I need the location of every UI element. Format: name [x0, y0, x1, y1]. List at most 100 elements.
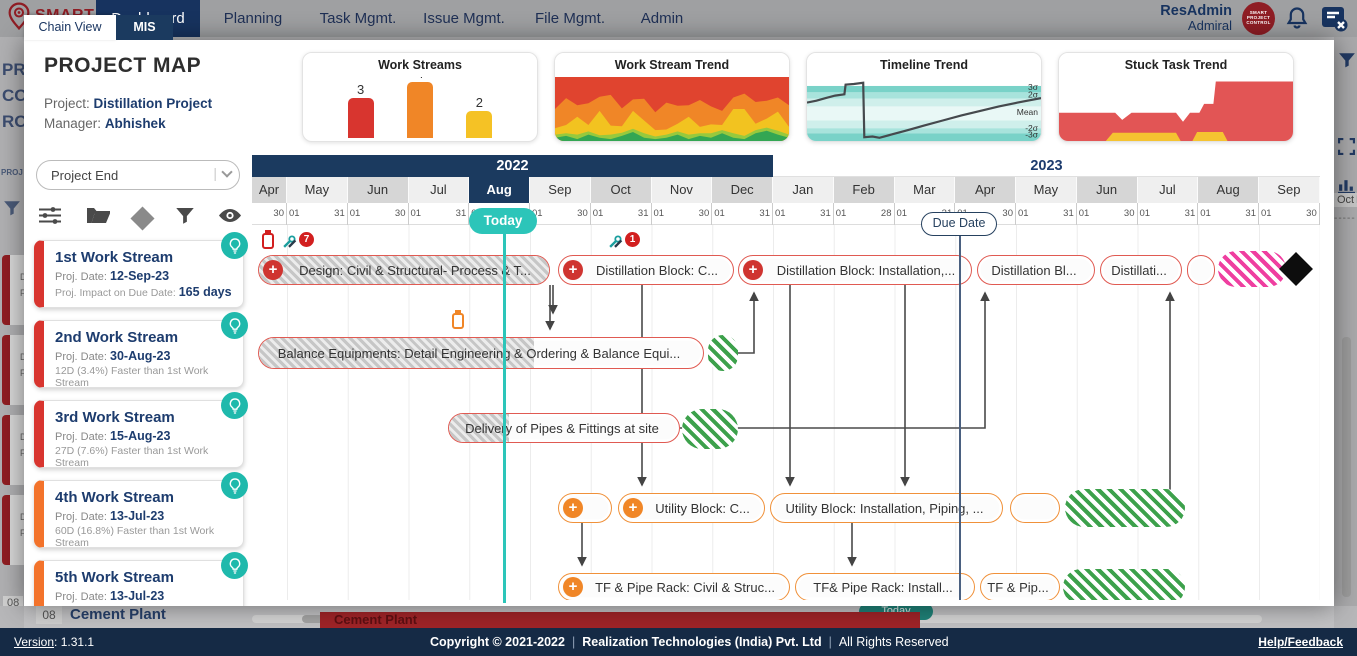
help-feedback-link[interactable]: Help/Feedback [1258, 635, 1343, 649]
stream-date: Proj. Date: 30-Aug-23 [55, 349, 171, 363]
background-text: CO [2, 86, 24, 105]
stream-date: Proj. Date: 15-Aug-23 [55, 429, 171, 443]
work-stream-trend-chart [555, 77, 789, 141]
day-cell: 30 [252, 203, 287, 225]
work-stream-card-4[interactable]: 4th Work Stream Proj. Date: 13-Jul-23 60… [34, 472, 248, 549]
nav-task-mgmt[interactable]: Task Mgmt. [319, 10, 397, 27]
location-pin-icon [8, 2, 30, 30]
task-bar[interactable]: Utility Block: Installation, Piping, ... [770, 493, 1003, 523]
nav-planning[interactable]: Planning [223, 10, 283, 27]
sort-dropdown[interactable]: Project End | [36, 160, 240, 190]
task-label: Design: Civil & Structural- Process & T.… [299, 262, 531, 278]
month-cell[interactable]: Oct [590, 177, 652, 203]
month-cell[interactable]: Aug [1198, 177, 1259, 203]
sliders-settings-icon[interactable] [38, 206, 62, 230]
nav-admin[interactable]: Admin [640, 10, 684, 27]
expand-plus-icon[interactable]: + [743, 260, 763, 280]
expand-plus-icon[interactable]: + [263, 260, 283, 280]
insight-bulb-badge[interactable] [221, 312, 248, 339]
buffer-capsule[interactable] [682, 409, 738, 449]
task-bar[interactable]: +Utility Block: C... [618, 493, 765, 523]
buffer-capsule[interactable] [1065, 489, 1185, 527]
month-cell[interactable]: Dec [712, 177, 773, 203]
month-cell[interactable]: Nov [651, 177, 713, 203]
month-cell[interactable]: Apr [955, 177, 1016, 203]
month-cell[interactable]: Jul [1137, 177, 1199, 203]
stream-name: 1st Work Stream [55, 249, 174, 266]
month-cell[interactable]: Jun [347, 177, 409, 203]
tab-mis[interactable]: MIS [116, 15, 173, 40]
task-bar[interactable] [1010, 493, 1060, 523]
month-cell[interactable]: Aug [469, 177, 530, 203]
chevron-down-icon [221, 165, 233, 178]
stream-name: 3rd Work Stream [55, 409, 175, 426]
month-cell[interactable]: Jun [1076, 177, 1138, 203]
background-bottom-panel: 08 Cement Plant Today Cement Plant [24, 606, 1334, 628]
task-bar[interactable]: Balance Equipments: Detail Engineering &… [258, 337, 704, 369]
month-cell[interactable]: Mar [894, 177, 956, 203]
month-cell[interactable]: Apr [252, 177, 287, 203]
notifications-bell-icon[interactable] [1285, 6, 1309, 32]
task-label: Distillati... [1111, 262, 1167, 278]
nav-file-mgmt[interactable]: File Mgmt. [534, 10, 605, 27]
project-line: Project: Distillation Project [44, 96, 213, 111]
bar-value: 3 [357, 82, 365, 97]
alert-count-badge: 1 [625, 232, 640, 247]
stream-name: 4th Work Stream [55, 489, 174, 506]
today-line [503, 223, 506, 603]
task-bar[interactable]: Distillati... [1100, 255, 1182, 285]
task-bar[interactable]: Distillation Bl... [977, 255, 1095, 285]
eye-visibility-icon[interactable] [218, 207, 242, 229]
month-cell[interactable]: Sep [1259, 177, 1320, 203]
month-cell[interactable]: Jul [408, 177, 470, 203]
tab-chain-view[interactable]: Chain View [24, 15, 116, 40]
buffer-capsule[interactable] [1063, 569, 1185, 600]
folder-icon[interactable] [86, 206, 111, 230]
month-cell[interactable]: Feb [833, 177, 895, 203]
expand-plus-icon[interactable]: + [623, 498, 643, 518]
task-label: Balance Equipments: Detail Engineering &… [277, 345, 681, 361]
project-name: Distillation Project [93, 96, 213, 111]
copyright-text: Copyright © 2021-2022|Realization Techno… [430, 635, 949, 649]
task-bar[interactable]: +Distillation Block: C... [558, 255, 734, 285]
funnel-filter-icon [4, 201, 20, 216]
expand-plus-icon[interactable]: + [563, 498, 583, 518]
work-stream-card-3[interactable]: 3rd Work Stream Proj. Date: 15-Aug-23 27… [34, 392, 248, 469]
expand-plus-icon[interactable]: + [563, 260, 583, 280]
insight-bulb-badge[interactable] [221, 232, 248, 259]
work-stream-card-1[interactable]: 1st Work Stream Proj. Date: 12-Sep-23 Pr… [34, 232, 248, 308]
month-cell[interactable]: Sep [530, 177, 591, 203]
expand-plus-icon[interactable]: + [563, 577, 583, 597]
task-bar[interactable] [1187, 255, 1215, 285]
nav-issue-mgmt[interactable]: Issue Mgmt. [423, 10, 505, 27]
task-bar[interactable]: Delivery of Pipes & Fittings at site [448, 413, 680, 443]
month-cell[interactable]: Jan [773, 177, 834, 203]
buffer-capsule[interactable] [708, 335, 738, 371]
task-bar[interactable]: + Design: Civil & Structural- Process & T… [258, 255, 550, 285]
stream-date: Proj. Date: 13-Jul-23 [55, 509, 165, 523]
session-close-book-icon[interactable] [1319, 5, 1349, 33]
svg-text:-3σ: -3σ [1025, 129, 1039, 139]
task-bar[interactable]: TF & Pip... [980, 573, 1060, 600]
task-bar[interactable]: TF& Pipe Rack: Install... [795, 573, 975, 600]
task-bar[interactable]: + TF & Pipe Rack: Civil & Struc... [558, 573, 790, 600]
task-label: TF & Pipe Rack: Civil & Struc... [595, 579, 775, 595]
rework-tools-icon [282, 234, 297, 254]
insight-bulb-badge[interactable] [221, 472, 248, 499]
buffer-capsule[interactable] [1218, 251, 1286, 287]
task-bar[interactable]: +Distillation Block: Installation,... [738, 255, 972, 285]
stuck-task-trend-card: Stuck Task Trend [1058, 52, 1294, 142]
month-cell[interactable]: May [287, 177, 348, 203]
work-stream-card-2[interactable]: 2nd Work Stream Proj. Date: 30-Aug-23 12… [34, 312, 248, 389]
insight-bulb-badge[interactable] [221, 552, 248, 579]
funnel-filter-icon[interactable] [175, 206, 195, 230]
work-stream-card-5[interactable]: 5th Work Stream Proj. Date: 13-Jul-23 [34, 552, 248, 606]
insight-bulb-badge[interactable] [221, 392, 248, 419]
diamond-milestone-icon[interactable] [130, 205, 155, 231]
task-bar[interactable]: + [558, 493, 612, 523]
task-label: Delivery of Pipes & Fittings at site [465, 420, 659, 436]
stuck-task-trend-chart [1059, 77, 1293, 141]
month-cell[interactable]: May [1016, 177, 1077, 203]
